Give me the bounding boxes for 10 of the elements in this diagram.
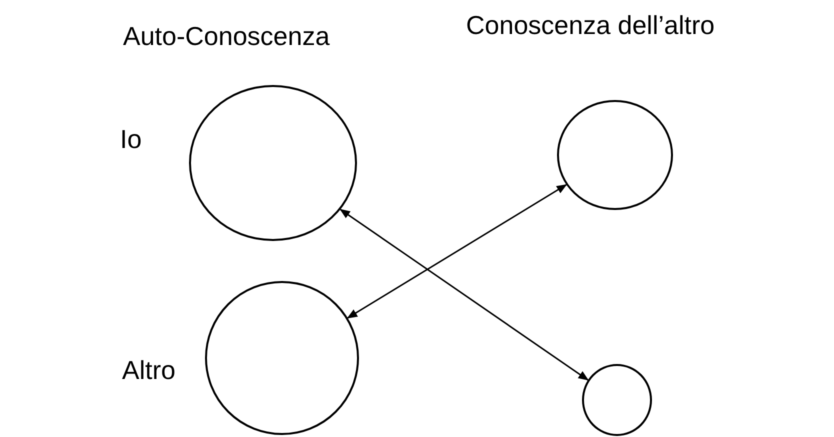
double-arrow bbox=[340, 208, 589, 381]
circle bbox=[557, 100, 673, 210]
circle bbox=[205, 281, 359, 435]
heading-label: Altro bbox=[122, 356, 176, 385]
circle bbox=[189, 85, 357, 241]
double-arrow bbox=[346, 184, 568, 319]
heading-label: Io bbox=[120, 125, 142, 154]
heading-label: Auto-Conoscenza bbox=[123, 22, 330, 51]
heading-label: Conoscenza dell’altro bbox=[466, 11, 715, 40]
circle bbox=[582, 364, 652, 436]
